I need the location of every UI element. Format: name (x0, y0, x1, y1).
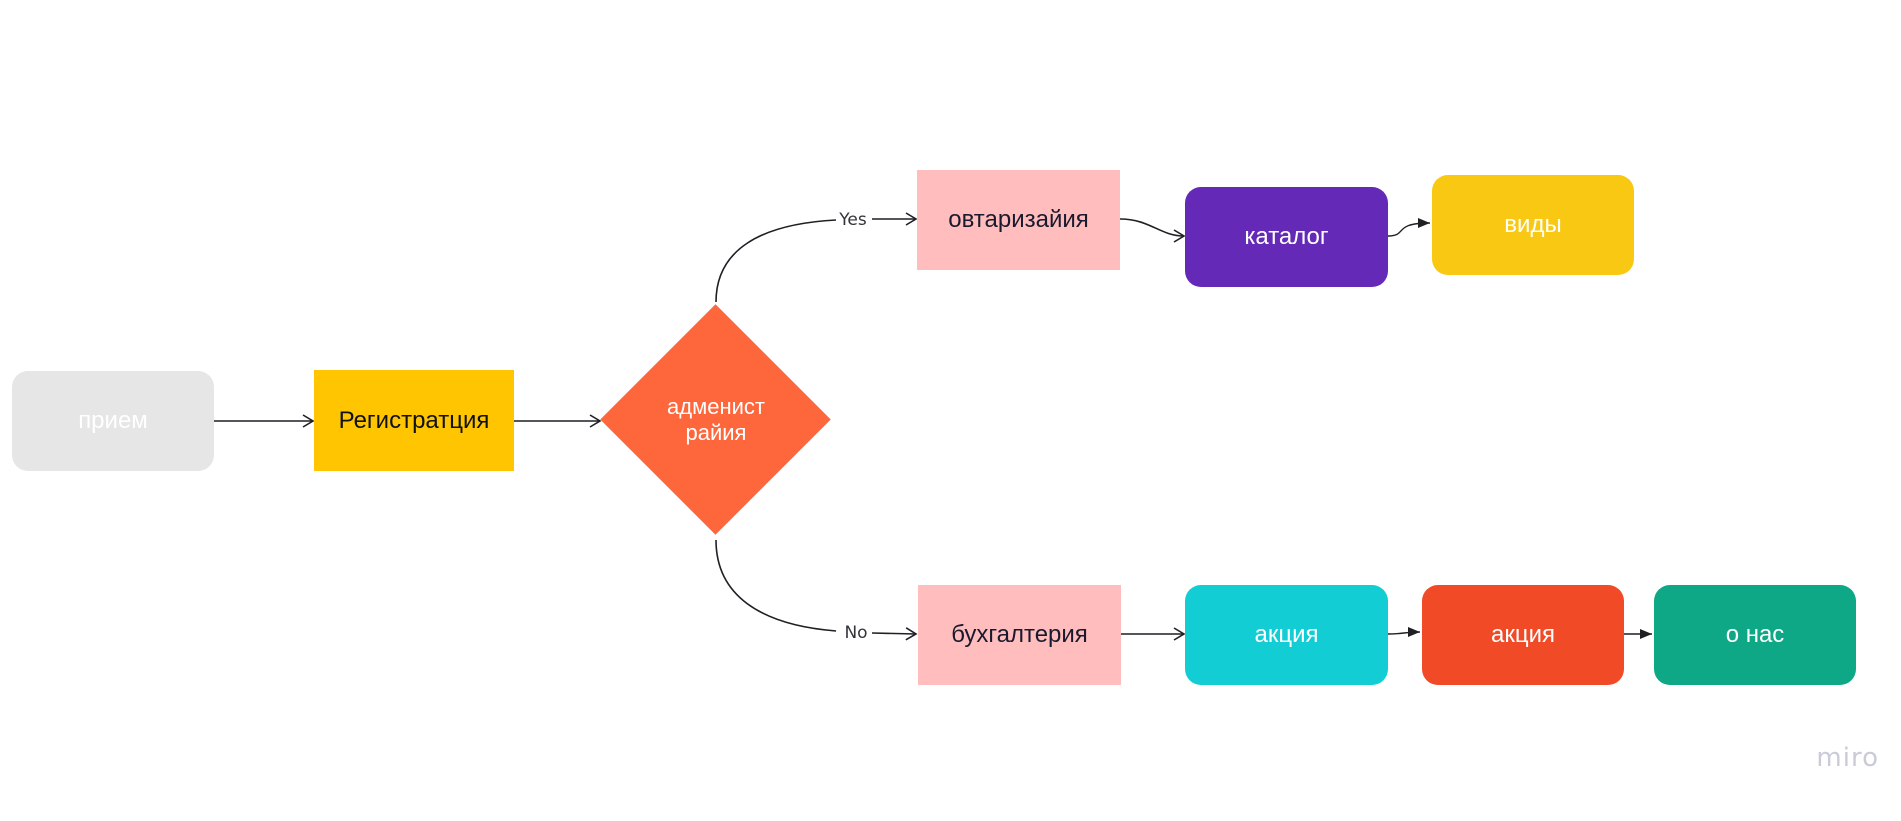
node-authorization[interactable]: овтаризайия (917, 170, 1120, 270)
node-catalog-label: каталог (1244, 223, 1329, 250)
decision-diamond-shape[interactable] (600, 304, 831, 535)
edge-authorization-to-catalog[interactable] (1119, 218, 1186, 243)
node-promo-2[interactable]: акция (1422, 585, 1624, 685)
edge-label-no: No (844, 623, 867, 643)
edge-administration-to-accounting[interactable] (715, 539, 837, 632)
edge-administration-to-authorization[interactable] (715, 219, 837, 303)
edge-no-to-accounting[interactable] (871, 627, 918, 641)
node-about[interactable]: о нас (1654, 585, 1856, 685)
node-promo-1[interactable]: акция (1185, 585, 1388, 685)
node-authorization-label: овтаризайия (948, 206, 1089, 233)
miro-watermark: miro (1816, 743, 1879, 773)
edge-label-yes: Yes (838, 210, 867, 230)
node-promo-2-label: акция (1491, 621, 1555, 648)
node-catalog[interactable]: каталог (1185, 187, 1388, 287)
edge-promo1-to-promo2[interactable] (1387, 627, 1421, 638)
node-types[interactable]: виды (1432, 175, 1634, 275)
node-types-label: виды (1504, 211, 1562, 238)
node-priem-label: прием (78, 407, 148, 434)
decision-administration[interactable]: адменист райия (600, 304, 831, 535)
node-accounting-label: бухгалтерия (951, 621, 1088, 648)
node-promo-1-label: акция (1254, 621, 1319, 648)
node-accounting[interactable]: бухгалтерия (918, 585, 1121, 685)
node-registration-label: Регистратция (338, 406, 490, 434)
node-priem[interactable]: прием (12, 371, 214, 471)
edge-catalog-to-types[interactable] (1387, 218, 1431, 237)
node-registration[interactable]: Регистратция (314, 370, 514, 471)
node-about-label: о нас (1725, 621, 1785, 648)
